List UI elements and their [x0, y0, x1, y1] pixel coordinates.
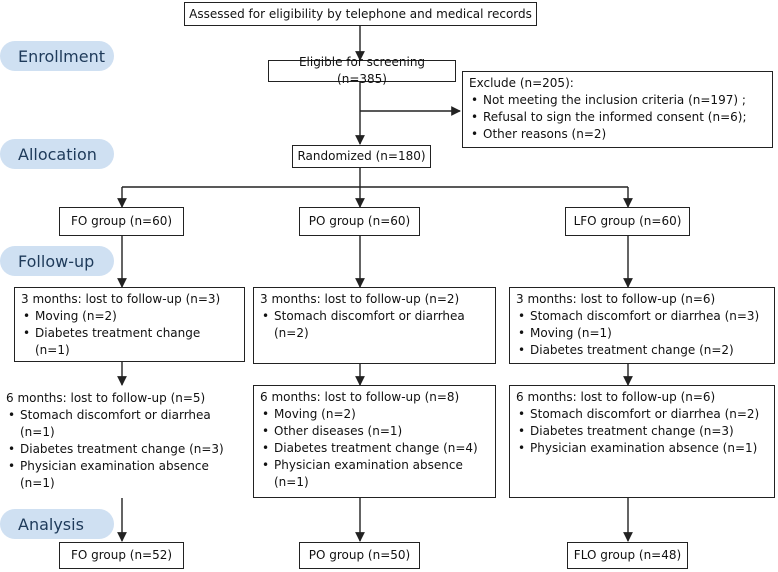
randomized-box: Randomized (n=180): [292, 145, 431, 168]
list-item: Refusal to sign the informed consent (n=…: [469, 109, 766, 126]
exclude-box: Exclude (n=205): Not meeting the inclusi…: [462, 71, 773, 148]
list-item: Stomach discomfort or diarrhea (n=2): [260, 308, 489, 342]
list-item: Physician examination absence (n=1): [6, 458, 239, 492]
stage-enrollment: Enrollment: [0, 41, 114, 71]
list-item: Stomach discomfort or diarrhea (n=2): [516, 406, 768, 423]
list-item: Physician examination absence (n=1): [516, 440, 768, 457]
fo-final-box: FO group (n=52): [59, 542, 184, 569]
lfo-3m-box: 3 months: lost to follow-up (n=6) Stomac…: [509, 287, 775, 364]
list-item: Diabetes treatment change (n=4): [260, 440, 489, 457]
list-item: Other diseases (n=1): [260, 423, 489, 440]
flo-final-box: FLO group (n=48): [567, 542, 688, 569]
stage-allocation: Allocation: [0, 139, 114, 169]
po-group-box: PO group (n=60): [299, 207, 420, 236]
po-final-box: PO group (n=50): [299, 542, 420, 569]
list-item: Physician examination absence (n=1): [260, 457, 489, 491]
list-item: Diabetes treatment change (n=3): [6, 441, 239, 458]
po-3m-box: 3 months: lost to follow-up (n=2) Stomac…: [253, 287, 496, 364]
fo-3m-title: 3 months: lost to follow-up (n=3): [21, 292, 221, 306]
po-6m-box: 6 months: lost to follow-up (n=8) Moving…: [253, 385, 496, 498]
lfo-6m-box: 6 months: lost to follow-up (n=6) Stomac…: [509, 385, 775, 498]
list-item: Diabetes treatment change (n=1): [21, 325, 238, 359]
list-item: Moving (n=1): [516, 325, 768, 342]
po-6m-title: 6 months: lost to follow-up (n=8): [260, 390, 460, 404]
stage-followup: Follow-up: [0, 246, 114, 276]
list-item: Stomach discomfort or diarrhea (n=3): [516, 308, 768, 325]
list-item: Moving (n=2): [260, 406, 489, 423]
list-item: Diabetes treatment change (n=3): [516, 423, 768, 440]
list-item: Stomach discomfort or diarrhea (n=1): [6, 407, 239, 441]
fo-3m-box: 3 months: lost to follow-up (n=3) Moving…: [14, 287, 245, 362]
list-item: Other reasons (n=2): [469, 126, 766, 143]
exclude-title: Exclude (n=205):: [469, 76, 574, 90]
fo-group-box: FO group (n=60): [59, 207, 184, 236]
lfo-group-box: LFO group (n=60): [565, 207, 690, 236]
list-item: Not meeting the inclusion criteria (n=19…: [469, 92, 766, 109]
stage-analysis: Analysis: [0, 509, 114, 539]
fo-6m-title: 6 months: lost to follow-up (n=5): [6, 391, 206, 405]
lfo-6m-title: 6 months: lost to follow-up (n=6): [516, 390, 716, 404]
list-item: Diabetes treatment change (n=2): [516, 342, 768, 359]
list-item: Moving (n=2): [21, 308, 238, 325]
eligible-box: Eligible for screening (n=385): [268, 55, 456, 86]
fo-6m-box: 6 months: lost to follow-up (n=5) Stomac…: [0, 387, 245, 490]
lfo-3m-title: 3 months: lost to follow-up (n=6): [516, 292, 716, 306]
po-3m-title: 3 months: lost to follow-up (n=2): [260, 292, 460, 306]
assessed-box: Assessed for eligibility by telephone an…: [184, 2, 537, 26]
